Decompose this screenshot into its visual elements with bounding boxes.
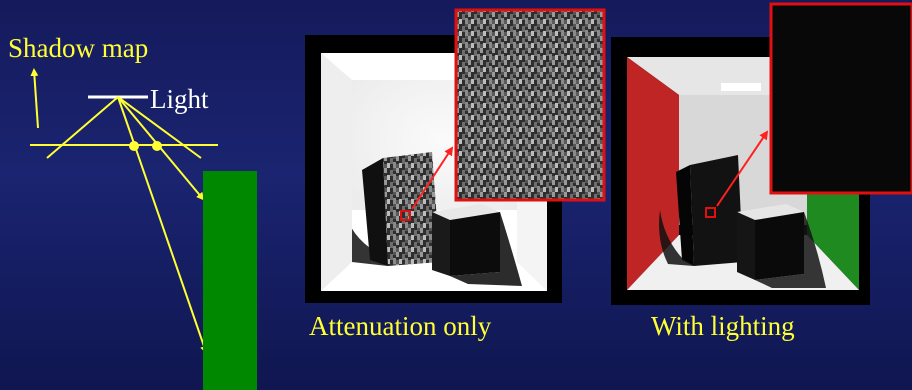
sample-point-right <box>152 141 162 151</box>
ceiling-lamp <box>721 83 761 91</box>
zoom-callout-clean <box>716 2 912 207</box>
light-label: Light <box>150 84 209 114</box>
tall-box <box>383 152 440 266</box>
frustum-right-edge <box>117 96 202 159</box>
zoom-marker-atten <box>400 210 411 221</box>
occluder-block <box>203 171 257 390</box>
short-box-top <box>432 204 500 220</box>
shadow-map-label: Shadow map <box>8 33 149 63</box>
shadow-map-pointer-arrow <box>30 68 39 129</box>
sample-point-left <box>129 141 139 151</box>
caption-attenuation-only: Attenuation only <box>309 311 492 341</box>
sample-ray-long <box>117 96 208 354</box>
zoom-callout-noise <box>411 8 606 210</box>
zoom-marker-light <box>705 207 716 218</box>
shadow-map-diagram <box>30 68 257 390</box>
caption-with-lighting: With lighting <box>651 311 795 341</box>
left-red-wall <box>627 57 679 290</box>
frustum-left-edge <box>46 96 119 159</box>
short-box-front <box>432 212 450 276</box>
